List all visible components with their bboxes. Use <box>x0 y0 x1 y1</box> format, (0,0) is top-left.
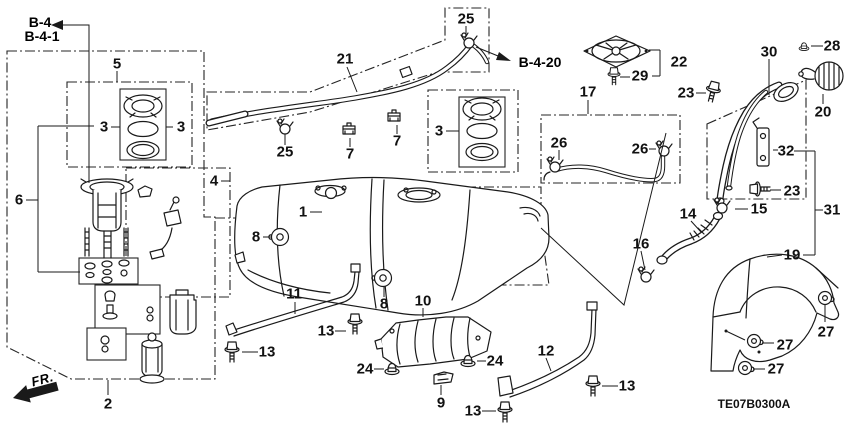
callout-19-40: 19 <box>784 247 801 264</box>
callout-7-10: 7 <box>393 133 401 150</box>
callout-27-42: 27 <box>777 337 794 354</box>
callout-27-41: 27 <box>818 324 835 341</box>
callout-15-36: 15 <box>751 201 768 218</box>
fr-direction-arrow: FR. <box>13 369 59 403</box>
splash-guard <box>710 253 840 372</box>
callout-11-15: 11 <box>286 286 302 303</box>
box-pump-assembly-2 <box>6 50 216 380</box>
clip-7a <box>342 122 356 135</box>
seal-kit-left <box>123 94 163 160</box>
fuel-filler-hose <box>656 211 724 265</box>
seal-kit-center <box>462 97 502 162</box>
retainer-clip <box>137 185 153 198</box>
callout-28-32: 28 <box>824 38 841 55</box>
nut-28 <box>798 42 810 51</box>
callout-16-39: 16 <box>633 236 650 253</box>
box-vent-hose-17 <box>540 114 681 184</box>
callout-13-24: 13 <box>465 403 482 420</box>
callout-8-13: 8 <box>252 229 260 246</box>
fuel-filler-pipe <box>715 81 799 205</box>
heat-shield <box>374 316 492 368</box>
vent-hose <box>543 154 666 183</box>
callout-25-8: 25 <box>277 144 294 161</box>
clip-27c <box>737 360 755 376</box>
fuel-level-sender <box>149 196 182 260</box>
leader-lines <box>26 20 826 412</box>
callout-23-35: 23 <box>784 183 801 200</box>
b420-arrowhead <box>496 52 511 61</box>
fuel-pump-module <box>80 178 197 384</box>
tank-strap-left <box>225 263 361 337</box>
clamp-25b <box>276 118 294 135</box>
box-valve <box>94 284 161 335</box>
bolt-23b <box>749 181 771 197</box>
bolt-13b <box>347 313 363 335</box>
ref-label-b4-20: B-4-20 <box>519 54 562 70</box>
callout-29-29: 29 <box>632 68 649 85</box>
filler-pipe-bracket <box>752 117 770 167</box>
reservoir-cup <box>169 294 197 335</box>
callout-30-31: 30 <box>761 44 778 61</box>
callout-3-11: 3 <box>435 123 443 140</box>
callout-4-4: 4 <box>210 173 219 190</box>
callout-27-43: 27 <box>768 361 785 378</box>
callout-26-26: 26 <box>551 135 568 152</box>
callout-21-6: 21 <box>337 51 354 68</box>
callout-20-33: 20 <box>815 104 832 121</box>
callout-10-18: 10 <box>415 293 432 310</box>
fuel-feed-hose <box>205 41 490 127</box>
fuel-filler-cap <box>798 61 844 91</box>
box-filler-pipe-30 <box>706 79 807 200</box>
box-hose-21 <box>206 7 490 131</box>
callout-2-5: 2 <box>104 396 112 413</box>
fuel-pump <box>139 332 165 384</box>
clip-7b <box>387 109 401 122</box>
ref-label-b4-1: B-4-1 <box>24 28 59 44</box>
bolt-13d <box>497 401 513 423</box>
callout-3-1: 3 <box>100 119 108 136</box>
callout-31-37: 31 <box>824 202 841 219</box>
box-seal-kit-3 <box>427 89 519 173</box>
callout-1-12: 1 <box>299 204 307 221</box>
strap-bracket <box>433 371 454 385</box>
callout-26-27: 26 <box>632 141 649 158</box>
callout-23-30: 23 <box>678 85 695 102</box>
drawing-code: TE07B0300A <box>718 397 791 411</box>
bolt-13c <box>585 375 601 397</box>
callout-6-3: 6 <box>15 192 23 209</box>
callout-13-23: 13 <box>619 378 636 395</box>
callout-9-21: 9 <box>437 395 445 412</box>
bolt-29 <box>607 67 621 86</box>
fuel-tank <box>234 176 550 316</box>
bolt-23a <box>702 79 723 104</box>
ref-label-b4: B-4 <box>29 14 52 30</box>
access-cover-plate <box>583 35 651 68</box>
callout-24-20: 24 <box>487 353 504 370</box>
callout-24-19: 24 <box>357 361 374 378</box>
b4-leader <box>63 24 90 183</box>
callout-17-25: 17 <box>580 84 597 101</box>
callout-14-38: 14 <box>680 206 697 223</box>
callout-12-22: 12 <box>538 343 555 360</box>
b4-arrowhead <box>51 20 63 30</box>
callout-7-9: 7 <box>346 146 354 163</box>
callout-22-28: 22 <box>671 54 688 71</box>
callout-13-16: 13 <box>259 344 276 361</box>
clamp-16 <box>637 266 655 283</box>
callout-5-0: 5 <box>113 56 121 73</box>
fr-label: FR. <box>30 369 56 389</box>
bolt-13a <box>224 341 240 363</box>
callout-3-2: 3 <box>177 119 185 136</box>
callout-32-34: 32 <box>778 143 795 160</box>
callout-13-17: 13 <box>318 323 335 340</box>
box-seal-kit-5 <box>66 81 193 168</box>
callout-8-14: 8 <box>380 296 388 313</box>
tank-strap-right <box>497 301 598 398</box>
callout-25-7: 25 <box>458 11 475 28</box>
